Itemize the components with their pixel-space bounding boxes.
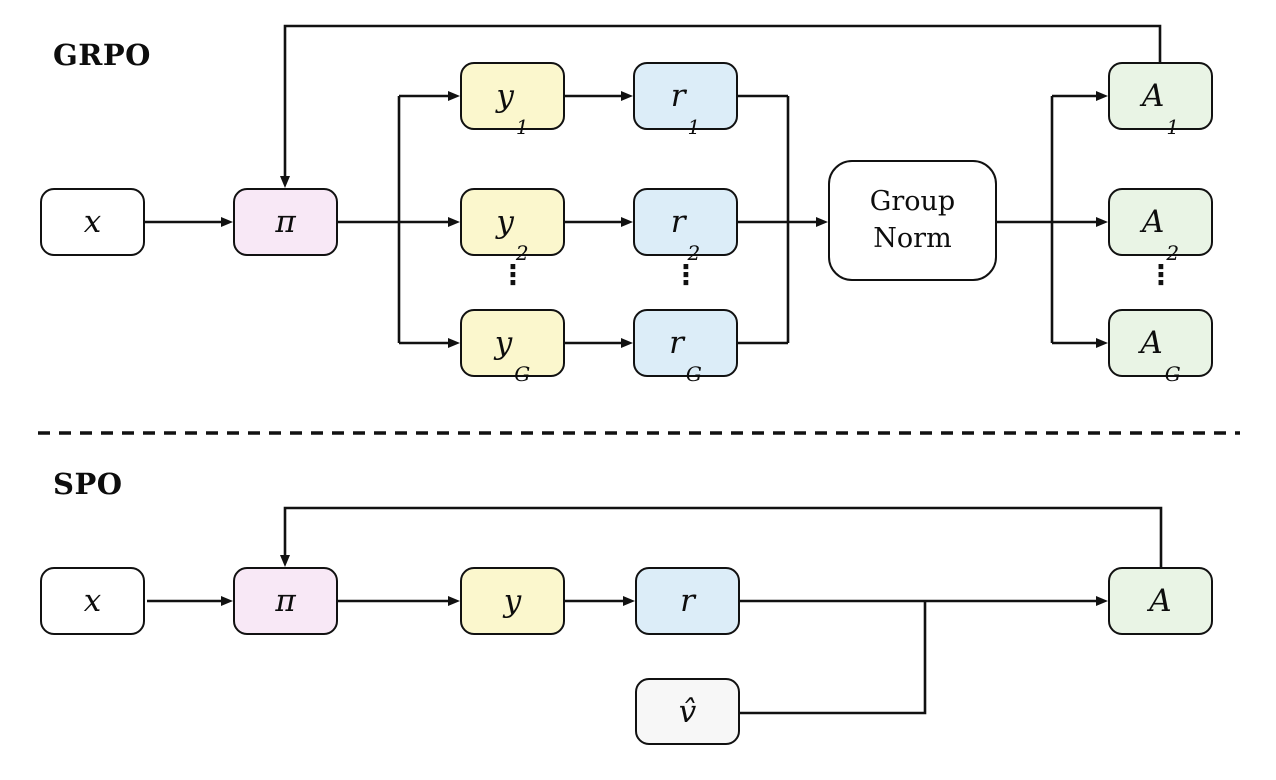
grpo-node-y1-subscript: 1 bbox=[515, 115, 529, 139]
grpo-node-rG-label: r bbox=[669, 325, 684, 361]
grpo-group-norm-line2: Norm bbox=[873, 222, 952, 254]
spo-node-pi-label: π bbox=[275, 583, 296, 619]
grpo-node-r1-label: r bbox=[670, 78, 686, 114]
grpo-node-AG-label: A bbox=[1140, 325, 1163, 361]
grpo-node-x-label: x bbox=[83, 204, 102, 240]
grpo-node-group-norm: Group Norm bbox=[828, 160, 997, 281]
spo-node-r-label: r bbox=[680, 583, 695, 619]
grpo-node-A2-subscript: 2 bbox=[1166, 241, 1180, 265]
grpo-node-yG-subscript: G bbox=[514, 362, 531, 386]
grpo-y-column-ellipsis: ⋮ bbox=[499, 260, 527, 291]
spo-node-y-label: y bbox=[503, 583, 522, 619]
spo-vhat-join-line bbox=[740, 601, 927, 715]
grpo-node-pi: π bbox=[233, 188, 338, 256]
spo-section-title: SPO bbox=[53, 467, 123, 501]
grpo-node-pi-label: π bbox=[275, 204, 296, 240]
grpo-A-column-ellipsis: ⋮ bbox=[1147, 260, 1175, 291]
grpo-node-A1-subscript: 1 bbox=[1166, 115, 1180, 139]
grpo-node-A2-label: A bbox=[1141, 204, 1165, 240]
grpo-node-y2-label: y bbox=[496, 204, 514, 240]
grpo-node-rG-subscript: G bbox=[685, 362, 702, 386]
grpo-node-x: x bbox=[40, 188, 145, 256]
spo-node-x: x bbox=[40, 567, 145, 635]
grpo-r-column-ellipsis: ⋮ bbox=[672, 260, 700, 291]
spo-node-r: r bbox=[635, 567, 740, 635]
spo-node-pi: π bbox=[233, 567, 338, 635]
grpo-node-y1-label: y bbox=[496, 78, 514, 114]
grpo-node-A1-label: A bbox=[1141, 78, 1165, 114]
grpo-node-r1-subscript: 1 bbox=[687, 115, 701, 139]
spo-node-y: y bbox=[460, 567, 565, 635]
grpo-node-AG-subscript: G bbox=[1164, 362, 1181, 386]
spo-feedback-arrow bbox=[280, 506, 1163, 567]
grpo-group-norm-line1: Group bbox=[869, 186, 956, 218]
grpo-node-y2-subscript: 2 bbox=[515, 241, 529, 265]
spo-node-vhat: v̂ bbox=[635, 678, 740, 745]
spo-node-x-label: x bbox=[83, 583, 102, 619]
grpo-section-title: GRPO bbox=[53, 38, 151, 72]
spo-node-A-label: A bbox=[1149, 583, 1172, 619]
grpo-node-r2-subscript: 2 bbox=[687, 241, 701, 265]
grpo-node-r2-label: r bbox=[670, 204, 686, 240]
grpo-node-yG-label: y bbox=[494, 325, 513, 361]
spo-node-A: A bbox=[1108, 567, 1213, 635]
grpo-feedback-arrow bbox=[280, 24, 1162, 188]
spo-node-vhat-label: v̂ bbox=[678, 693, 697, 730]
